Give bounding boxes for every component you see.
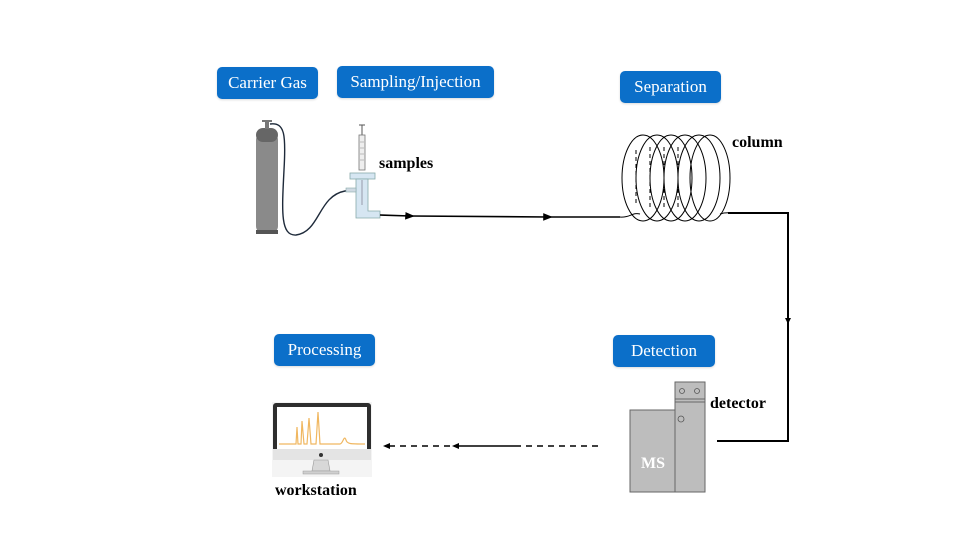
samples-label: samples xyxy=(379,155,434,172)
column-coil-icon xyxy=(619,134,736,222)
flow-line-to-detector xyxy=(717,212,789,442)
flow-arrow-1 xyxy=(379,212,415,220)
workstation-label: workstation xyxy=(275,482,357,499)
stage-detection: Detection xyxy=(613,335,715,367)
stage-sampling-injection: Sampling/Injection xyxy=(337,66,494,98)
detector-label: detector xyxy=(710,395,766,412)
stage-processing: Processing xyxy=(274,334,375,366)
ms-label: MS xyxy=(641,455,665,472)
stage-carrier-gas: Carrier Gas xyxy=(217,67,318,99)
chromatogram-trace xyxy=(279,411,366,445)
gas-hose xyxy=(269,123,357,236)
flow-arrow-2 xyxy=(409,213,553,221)
stage-separation: Separation xyxy=(620,71,721,103)
syringe-injector-icon xyxy=(345,124,381,219)
workstation-monitor-icon xyxy=(272,402,372,477)
flow-arrow-down xyxy=(785,318,791,324)
ms-detector-icon xyxy=(629,381,706,493)
column-label: column xyxy=(732,134,783,151)
gas-cylinder-icon xyxy=(256,120,278,234)
